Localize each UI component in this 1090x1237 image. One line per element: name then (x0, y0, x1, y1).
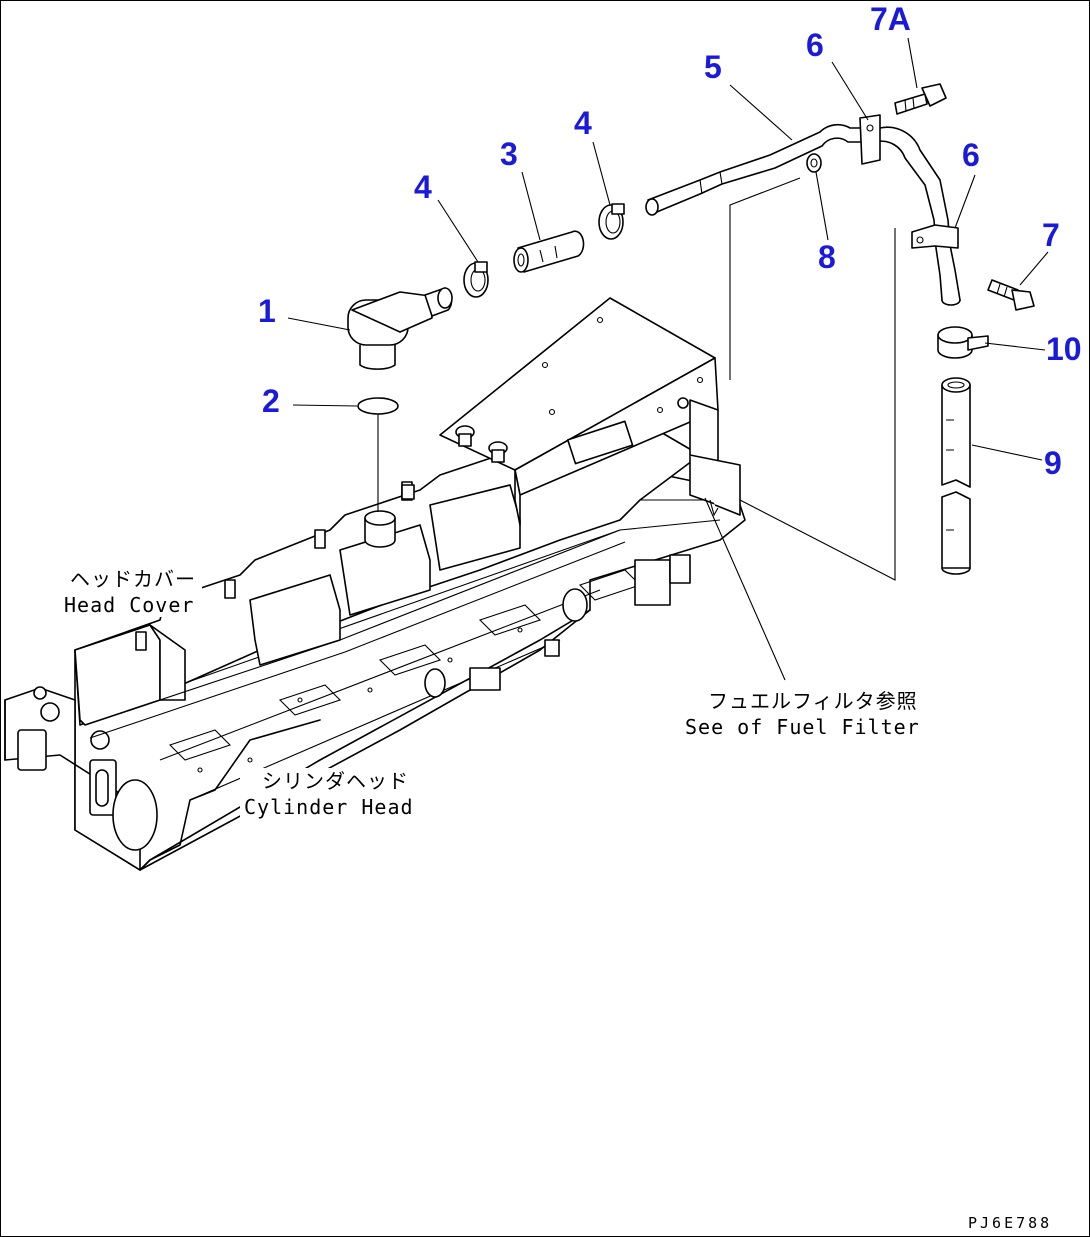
callout-6-upper: 6 (806, 27, 824, 63)
cylinder-head-label-jp: シリンダヘッド (262, 769, 409, 793)
hose-clamp-right (598, 203, 625, 240)
breather (347, 287, 453, 370)
callout-9: 9 (1044, 445, 1062, 481)
cylinder-head-label-bg (240, 768, 415, 820)
leader-lines (287, 37, 1049, 461)
callout-2: 2 (262, 383, 280, 419)
hose-long (941, 377, 971, 575)
fuel-filter-label-jp: フュエルフィルタ参照 (708, 689, 918, 713)
cylinder-head-label-en: Cylinder Head (244, 795, 414, 819)
head-cover-label-jp: ヘッドカバー (70, 567, 196, 591)
breather-tube (645, 123, 961, 306)
tube-clip-upper (859, 114, 881, 165)
callout-10: 10 (1046, 331, 1082, 367)
washer (806, 153, 822, 173)
o-ring-seal (357, 397, 399, 512)
callout-5: 5 (704, 49, 722, 85)
callout-6-lower: 6 (962, 137, 980, 173)
head-cover (74, 419, 701, 739)
bolt-7 (987, 279, 1035, 311)
callout-7: 7 (1042, 217, 1060, 253)
fuel-filter-label-en: See of Fuel Filter (685, 715, 920, 739)
hose-clamp-left (463, 261, 489, 298)
reference-lines (704, 177, 896, 681)
bracket-plate (401, 297, 741, 526)
callout-7a: 7A (870, 1, 911, 37)
bolt-7a (894, 83, 947, 115)
callout-3: 3 (500, 136, 518, 172)
tube-clip-lower (911, 224, 959, 249)
callout-1: 1 (258, 293, 276, 329)
callout-4-right: 4 (574, 105, 592, 141)
hose-short (513, 230, 585, 273)
head-cover-label-en: Head Cover (64, 593, 194, 617)
callout-4-left: 4 (414, 169, 432, 205)
head-cover-label-bg (62, 565, 202, 617)
hose-clamp-10 (937, 326, 989, 359)
callout-8: 8 (818, 239, 836, 275)
drawing-code: PJ6E788 (968, 1214, 1052, 1232)
